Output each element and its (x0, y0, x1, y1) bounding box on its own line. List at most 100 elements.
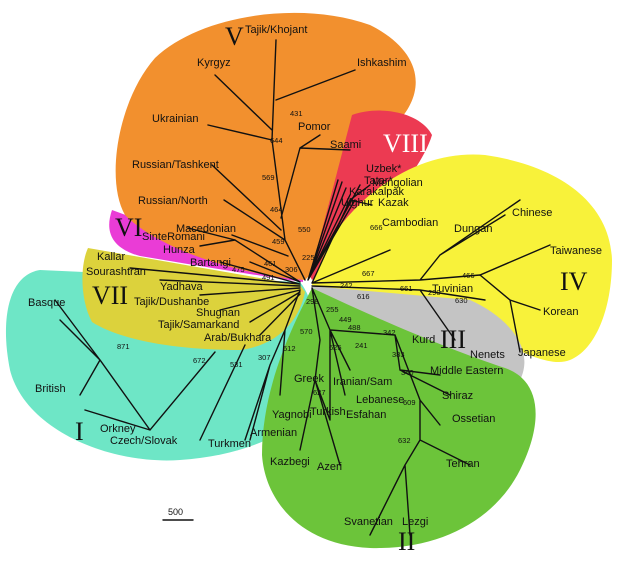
bootstrap-value: 612 (283, 344, 296, 353)
bootstrap-value: 616 (357, 292, 370, 301)
cluster-label-II: II (398, 527, 415, 556)
taxon-label: Saami (330, 139, 361, 151)
taxon-label: Karakalpak (349, 186, 405, 198)
bootstrap-value: 871 (117, 342, 130, 351)
bootstrap-value: 466 (462, 271, 475, 280)
bootstrap-value: 630 (455, 296, 468, 305)
taxon-label: Shiraz (442, 390, 473, 402)
bootstrap-values: 431 644 569 464 459 550 225 306 461 475 … (117, 109, 475, 445)
taxon-label: Kazbegi (270, 456, 310, 468)
taxon-label: Ossetian (452, 413, 495, 425)
bootstrap-value: 475 (232, 265, 245, 274)
bootstrap-value: 625 (329, 343, 342, 352)
bootstrap-value: 241 (355, 341, 368, 350)
taxon-label: Uzbek* (366, 163, 402, 175)
taxon-label: Shugnan (196, 307, 240, 319)
taxon-label: Bartangi (190, 257, 231, 269)
bootstrap-value: 644 (270, 136, 283, 145)
taxon-label: Korean (543, 306, 578, 318)
bootstrap-value: 491 (262, 273, 275, 282)
bootstrap-value: 609 (403, 398, 416, 407)
bootstrap-value: 464 (270, 205, 283, 214)
taxon-label: Turkish (310, 406, 346, 418)
bootstrap-value: 242 (340, 281, 353, 290)
bootstrap-value: 290 (428, 288, 441, 297)
bootstrap-value: 306 (285, 265, 298, 274)
taxon-label: Lebanese (356, 394, 404, 406)
bootstrap-value: 569 (262, 173, 275, 182)
taxon-label: Sourashtran (86, 266, 146, 278)
cluster-label-VII: VII (92, 281, 128, 310)
bootstrap-value: 307 (258, 353, 271, 362)
taxon-label: Tajik/Dushanbe (134, 296, 209, 308)
taxon-label: Uighur (341, 197, 374, 209)
taxon-label: Tajik/Samarkand (158, 319, 239, 331)
taxon-label: Middle Eastern (430, 365, 503, 377)
taxon-label: Turkmen (208, 438, 251, 450)
bootstrap-value: 225 (302, 253, 315, 262)
taxa-labels: Tajik/Khojant Ishkashim Kyrgyz Ukrainian… (28, 24, 602, 528)
bootstrap-value: 255 (326, 305, 339, 314)
taxon-label: Greek (294, 373, 324, 385)
taxon-label: British (35, 383, 66, 395)
taxon-label: Tajik/Khojant (245, 24, 307, 36)
cluster-label-I: I (75, 417, 84, 446)
taxon-label: Mongolian (372, 177, 423, 189)
taxon-label: Tuvinian (432, 283, 473, 295)
taxon-label: Russian/Tashkent (132, 159, 219, 171)
bootstrap-value: 488 (348, 323, 361, 332)
taxon-label: Macedonian (176, 223, 236, 235)
taxon-label: Taiwanese (550, 245, 602, 257)
cluster-region-V (115, 12, 416, 281)
taxon-label: Azeri (317, 461, 342, 473)
taxon-label: Japanese (518, 347, 566, 359)
scale-bar-label: 500 (168, 507, 183, 517)
bootstrap-value: 661 (400, 284, 413, 293)
bootstrap-value: 461 (264, 259, 277, 268)
taxon-label: Kallar (97, 251, 125, 263)
bootstrap-value: 449 (339, 315, 352, 324)
taxon-label: Armenian (250, 427, 297, 439)
bootstrap-value: 632 (398, 436, 411, 445)
taxon-label: Tehran (446, 458, 480, 470)
taxon-label: Chinese (512, 207, 552, 219)
bootstrap-value: 667 (362, 269, 375, 278)
taxon-label: Ishkashim (357, 57, 407, 69)
taxon-label: Russian/North (138, 195, 208, 207)
cluster-label-III: III (440, 325, 466, 354)
bootstrap-value: 431 (290, 109, 303, 118)
taxon-label: Basque (28, 297, 65, 309)
taxon-label: Pomor (298, 121, 331, 133)
taxon-label: Ukrainian (152, 113, 198, 125)
taxon-label: Svanetian (344, 516, 393, 528)
bootstrap-value: 459 (272, 237, 285, 246)
taxon-label: Kazak (378, 197, 409, 209)
bootstrap-value: 298 (306, 297, 319, 306)
bootstrap-value: 342 (383, 328, 396, 337)
taxon-label: Kurd (412, 334, 435, 346)
bootstrap-value: 531 (230, 360, 243, 369)
bootstrap-value: 550 (298, 225, 311, 234)
bootstrap-value: 340 (401, 368, 414, 377)
taxon-label: Iranian/Sam (333, 376, 392, 388)
branches (54, 39, 551, 536)
taxon-label: Arab/Bukhara (204, 332, 272, 344)
taxon-label: Tatar* (364, 175, 393, 187)
bootstrap-value: 570 (300, 327, 313, 336)
bootstrap-value: 672 (193, 356, 206, 365)
taxon-label: Nenets (470, 349, 505, 361)
taxon-label: Lezgi (402, 516, 428, 528)
taxon-label: Cambodian (382, 217, 438, 229)
cluster-label-IV: IV (560, 267, 588, 296)
taxon-label: Orkney (100, 423, 136, 435)
bootstrap-value: 383 (392, 350, 405, 359)
taxon-label: Hunza (163, 244, 196, 256)
cluster-label-VI: VI (115, 213, 142, 242)
cluster-label-VIII: VIII (383, 129, 428, 158)
cluster-label-V: V (225, 22, 244, 51)
taxon-label: Dungan (454, 223, 493, 235)
bootstrap-value: 666 (370, 223, 383, 232)
cluster-region-VII (82, 248, 305, 350)
taxon-label: Czech/Slovak (110, 435, 178, 447)
